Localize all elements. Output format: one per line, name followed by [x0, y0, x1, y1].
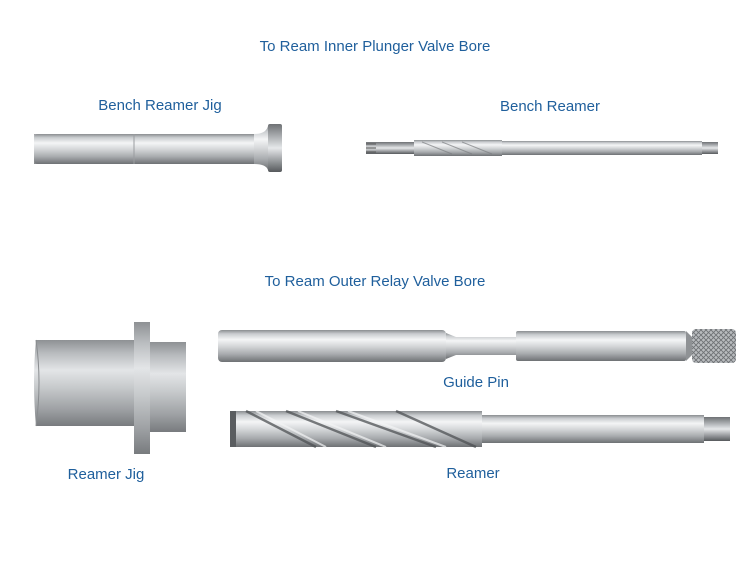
inner-section-heading: To Ream Inner Plunger Valve Bore [259, 38, 491, 55]
reamer-jig-label: Reamer Jig [67, 466, 145, 483]
reamer-label: Reamer [446, 465, 500, 482]
guide-pin-image [216, 325, 741, 367]
bench-reamer-image [362, 134, 722, 162]
reamer-jig-image [30, 318, 190, 458]
guide-pin-label: Guide Pin [443, 374, 509, 391]
bench-reamer-jig-label: Bench Reamer Jig [98, 97, 222, 114]
outer-section-heading: To Ream Outer Relay Valve Bore [264, 273, 486, 290]
bench-reamer-jig-image [30, 120, 290, 176]
reamer-image [226, 405, 736, 451]
bench-reamer-label: Bench Reamer [499, 98, 601, 115]
